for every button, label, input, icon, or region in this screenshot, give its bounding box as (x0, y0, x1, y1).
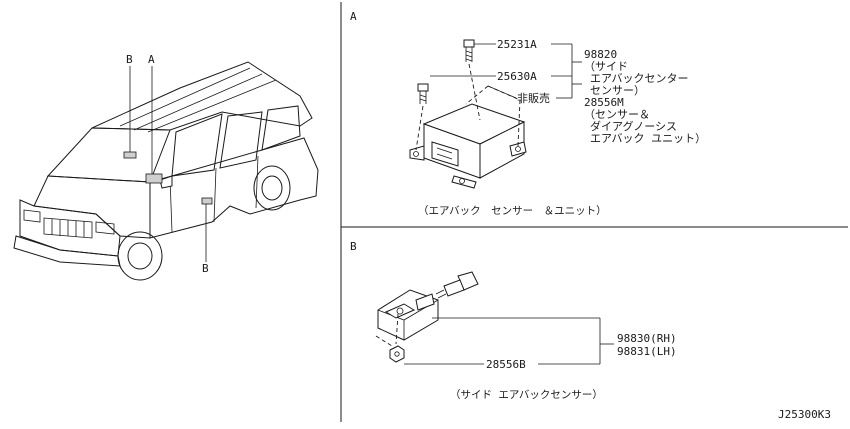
panel-a-letter: A (350, 10, 357, 23)
panel-b-caption: （サイド エアバックセンサー） (450, 389, 603, 401)
marker-part-a (145, 173, 163, 184)
panel-b-letter: B (350, 240, 357, 253)
callout-98831-lh: 98831(LH) (617, 345, 677, 358)
callout-28556m: 28556M (584, 96, 624, 109)
callout-98820-desc-3: センサー） (590, 84, 645, 97)
vehicle-marker-b-side: B (202, 262, 209, 275)
callout-28556m-desc-2: ダイアグノーシス (590, 119, 677, 133)
callout-25231a: 25231A (497, 38, 537, 51)
callout-98820: 98820 (584, 48, 617, 61)
callout-98820-desc-2: エアバックセンター (590, 72, 689, 85)
vehicle-illustration (13, 61, 319, 281)
panel-a-caption: （エアバック センサー ＆ユニット） (418, 205, 607, 217)
vehicle-marker-a: A (148, 53, 155, 66)
marker-part-b-top (123, 151, 137, 159)
callout-98820-desc-1: （サイド (584, 60, 628, 73)
bolt-25231a-icon (463, 39, 475, 62)
vehicle-marker-b-top: B (126, 53, 133, 66)
airbag-unit-illustration (409, 103, 527, 189)
diagram-code: J25300K3 (778, 408, 831, 421)
callout-28556m-desc-1: （センサー＆ (584, 108, 650, 121)
bolt-25630a-icon (417, 83, 429, 104)
callout-not-sold: 非販売 (517, 92, 550, 105)
callout-98830-rh: 98830(RH) (617, 332, 677, 345)
nut-28556b-icon (389, 345, 405, 363)
sensor-connector-plug-icon (435, 271, 479, 299)
callout-25630a: 25630A (497, 70, 537, 83)
side-airbag-sensor-illustration (377, 289, 439, 341)
callout-28556m-desc-3: エアバック ユニット） (590, 132, 706, 145)
callout-28556b: 28556B (486, 358, 526, 371)
marker-part-b-side (201, 197, 213, 205)
